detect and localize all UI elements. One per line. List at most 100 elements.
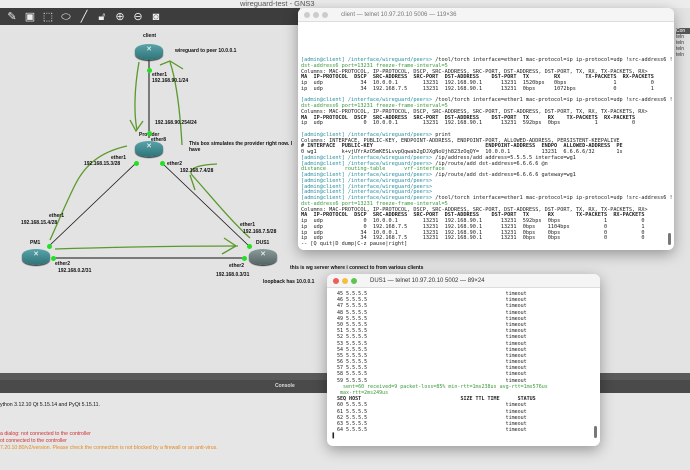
terminal-text: dst-address6 port=13231 freeze-frame-int…: [301, 200, 448, 207]
terminal-line: MA IP-PROTOCOL DSCP SRC-ADDRESS SRC-PORT…: [301, 212, 673, 219]
terminal-line: 48 5.5.5.5 timeout: [331, 310, 548, 316]
ip-label: 192.168.90.1/24: [152, 78, 189, 84]
terminal-line: 64 5.5.5.5 timeout: [331, 427, 548, 433]
zoom-out-icon[interactable]: ⊖: [133, 10, 143, 23]
node-label-client: client: [143, 33, 157, 39]
port-label: ether2: [55, 261, 71, 267]
terminal-prompt: [admin@client] /interface/wireguard/peer…: [301, 154, 436, 161]
port-pm1-ether1: [47, 244, 52, 249]
ip-label: 192.168.90.254/24: [155, 120, 197, 126]
router-icon: ✕: [146, 143, 152, 150]
terminal-text: 45 5.5.5.5 timeout: [331, 291, 527, 297]
terminal-line: dst-address6 port=13231 freeze-frame-int…: [301, 200, 673, 208]
port-client-ether1: [147, 68, 152, 73]
arrow-client-down: [134, 61, 140, 131]
terminal-text: ip udp 0 10.0.0.1 13231 192.168.90.1 132…: [301, 120, 636, 127]
note-icon[interactable]: ✎: [7, 10, 17, 23]
terminal-output[interactable]: 45 5.5.5.5 timeout 46 5.5.5.5 timeout 47…: [331, 291, 548, 440]
node-label-pm1: PM1: [30, 240, 41, 246]
zoom-button[interactable]: [351, 277, 357, 284]
router-dus1[interactable]: ✕: [249, 249, 277, 265]
zoom-button[interactable]: [322, 11, 328, 18]
note-loopback: loopback has 10.0.0.1: [263, 279, 315, 285]
router-provider[interactable]: ✕: [135, 141, 163, 157]
image-icon[interactable]: ▣: [24, 10, 36, 23]
terminal-scrollbar[interactable]: [668, 233, 671, 245]
bg-item: Con: [676, 28, 690, 34]
terminal-line: ip udp 0 192.168.7.5 13231 192.168.90.1 …: [301, 224, 673, 231]
terminal-prompt: [admin@client] /interface/wireguard/peer…: [301, 195, 436, 201]
terminal-line: Columns: MAC-PROTOCOL, IP-PROTOCOL, DSCP…: [301, 69, 673, 76]
client-terminal-window[interactable]: client — telnet 10.97.20.10 5006 — 119×3…: [298, 8, 674, 250]
app-title: wireguard-test - GNS3: [240, 0, 315, 8]
terminal-text: /ip/address/add address=5.5.5.5 interfac…: [435, 154, 576, 161]
terminal-text: ip udp 34 10.0.0.1 13231 192.168.90.1 13…: [301, 229, 645, 236]
terminal-text: MA IP-PROTOCOL DSCP SRC-ADDRESS SRC-PORT…: [301, 74, 654, 81]
zoom-in-icon[interactable]: ⊕: [115, 10, 125, 23]
router-client[interactable]: ✕: [135, 44, 163, 60]
terminal-line: 61 5.5.5.5 timeout: [331, 409, 548, 415]
terminal-text: 52 5.5.5.5 timeout: [331, 334, 527, 341]
dus1-terminal-window[interactable]: DUS1 — telnet 10.97.20.10 5002 — 89×24 4…: [327, 274, 600, 446]
line-icon[interactable]: ╱: [80, 10, 88, 23]
lock-icon[interactable]: 🔓︎: [98, 10, 106, 23]
terminal-line: 52 5.5.5.5 timeout: [331, 334, 548, 340]
router-icon: ✕: [33, 251, 39, 258]
node-label-dus1: DUS1: [256, 240, 270, 246]
router-pm1[interactable]: ✕: [22, 249, 50, 265]
port-label: ether1: [49, 213, 65, 219]
terminal-prompt: [admin@client] /interface/wireguard/peer…: [301, 183, 436, 190]
terminal-text: 60 5.5.5.5 timeout: [331, 402, 527, 409]
terminal-line: 58 5.5.5.5 timeout: [331, 371, 548, 377]
terminal-output[interactable]: [admin@client] /interface/wireguard/peer…: [301, 57, 673, 248]
port-label: ether1: [111, 155, 127, 161]
terminal-text: 55 5.5.5.5 timeout: [331, 352, 527, 359]
terminal-text: print: [435, 131, 451, 138]
router-icon: ✕: [260, 251, 266, 258]
close-button[interactable]: [333, 277, 339, 284]
terminal-text: 51 5.5.5.5 timeout: [331, 328, 527, 335]
ip-label: 192.168.0.3/31: [216, 272, 250, 278]
terminal-line: Columns: MAC-PROTOCOL, IP-PROTOCOL, DSCP…: [301, 207, 673, 214]
terminal-text: 49 5.5.5.5 timeout: [331, 315, 527, 322]
terminal-line: [admin@client] /interface/wireguard/peer…: [301, 160, 673, 168]
terminal-text: /tool/torch interface=ether1 mac-protoco…: [435, 57, 673, 63]
terminal-text: 58 5.5.5.5 timeout: [331, 371, 527, 378]
terminal-text: 63 5.5.5.5 timeout: [331, 420, 527, 427]
ellipse-icon[interactable]: ⬭: [61, 10, 71, 23]
terminal-line: ▐: [331, 433, 548, 439]
terminal-text: max-rtt=2ms249us: [331, 390, 389, 396]
terminal-line: 63 5.5.5.5 timeout: [331, 421, 548, 427]
minimize-button[interactable]: [313, 11, 319, 18]
terminal-line: dst-address6 port=13231 freeze-frame-int…: [301, 103, 673, 110]
screenshot-icon[interactable]: ◙: [152, 10, 160, 23]
note-server: this is wg server where i connect to fro…: [290, 265, 424, 271]
minimize-button[interactable]: [342, 277, 348, 284]
terminal-line: SEQ HOST SIZE TTL TIME STATUS: [331, 396, 548, 402]
link-provider-dus1: [161, 162, 250, 247]
terminal-text: 59 5.5.5.5 timeout: [331, 377, 527, 384]
terminal-line: # INTERFACE PUBLIC-KEY ENDPOINT-ADDRESS …: [301, 143, 673, 150]
terminal-prompt: [admin@client] /interface/wireguard/peer…: [301, 97, 436, 104]
terminal-line: 50 5.5.5.5 timeout: [331, 322, 548, 328]
port-label: ether2: [229, 263, 245, 269]
port-label: ether2: [167, 161, 183, 167]
rectangle-icon[interactable]: ⬚: [42, 10, 54, 23]
terminal-line: [admin@client] /interface/wireguard/peer…: [301, 131, 673, 139]
terminal-line: 54 5.5.5.5 timeout: [331, 347, 548, 353]
terminal-title-bar: DUS1 — telnet 10.97.20.10 5002 — 89×24: [327, 274, 600, 288]
terminal-text: MA IP-PROTOCOL DSCP SRC-ADDRESS SRC-PORT…: [301, 114, 636, 121]
close-button[interactable]: [304, 11, 310, 18]
terminal-prompt: [admin@client] /interface/wireguard/peer…: [301, 172, 436, 178]
terminal-line: ip udp 0 10.0.0.1 13231 192.168.90.1 132…: [301, 218, 673, 225]
arrow-provider-pm1: [49, 145, 128, 241]
port-label: ether1: [240, 222, 256, 228]
terminal-prompt: [admin@client] /interface/wireguard/peer…: [301, 160, 436, 167]
terminal-line: 60 5.5.5.5 timeout: [331, 402, 548, 408]
terminal-prompt: [admin@client] /interface/wireguard/peer…: [301, 57, 436, 63]
arrow-head: [129, 119, 144, 133]
terminal-line: [admin@client] /interface/wireguard/peer…: [301, 154, 673, 162]
terminal-prompt: [admin@client] /interface/wireguard/peer…: [301, 177, 436, 184]
terminal-line: ip udp 34 10.0.0.1 13231 192.168.90.1 13…: [301, 229, 673, 237]
terminal-scrollbar[interactable]: [594, 426, 597, 438]
